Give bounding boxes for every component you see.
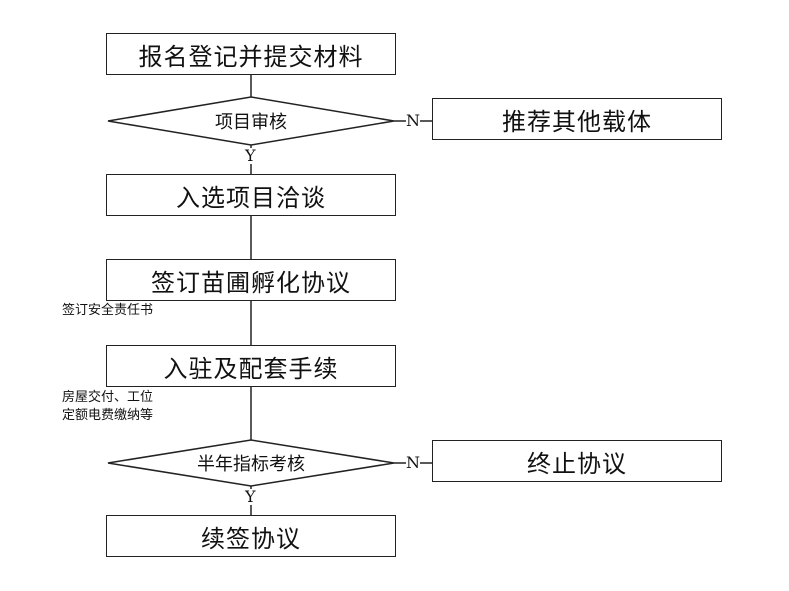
no-label-half-year: N [406, 453, 420, 472]
terminate-box: 终止协议 [432, 440, 722, 482]
yes-label-half-year: Y [245, 487, 256, 506]
register-label: 报名登记并提交材料 [138, 42, 364, 71]
review-label: 项目审核 [215, 112, 287, 133]
register-box: 报名登记并提交材料 [106, 33, 396, 75]
renew-box: 续签协议 [106, 515, 396, 557]
safety-note: 签订安全责任书 [62, 303, 154, 318]
sign-agreement-box: 签订苗圃孵化协议 [106, 259, 396, 301]
handover-note-line1: 房屋交付、工位 [62, 390, 154, 405]
handover-note-line2: 定额电费缴纳等 [62, 408, 154, 423]
terminate-label: 终止协议 [527, 449, 627, 478]
half-year-review-label: 半年指标考核 [197, 454, 305, 475]
move-in-box: 入驻及配套手续 [106, 345, 396, 387]
sign-agreement-label: 签订苗圃孵化协议 [151, 268, 351, 297]
selected-label: 入选项目洽谈 [176, 183, 326, 212]
renew-label: 续签协议 [201, 524, 301, 553]
yes-label-review: Y [245, 146, 256, 165]
no-label-review: N [406, 111, 420, 130]
move-in-label: 入驻及配套手续 [163, 354, 339, 383]
other-carrier-box: 推荐其他载体 [432, 98, 722, 140]
selected-box: 入选项目洽谈 [106, 174, 396, 216]
other-carrier-label: 推荐其他载体 [502, 107, 652, 136]
